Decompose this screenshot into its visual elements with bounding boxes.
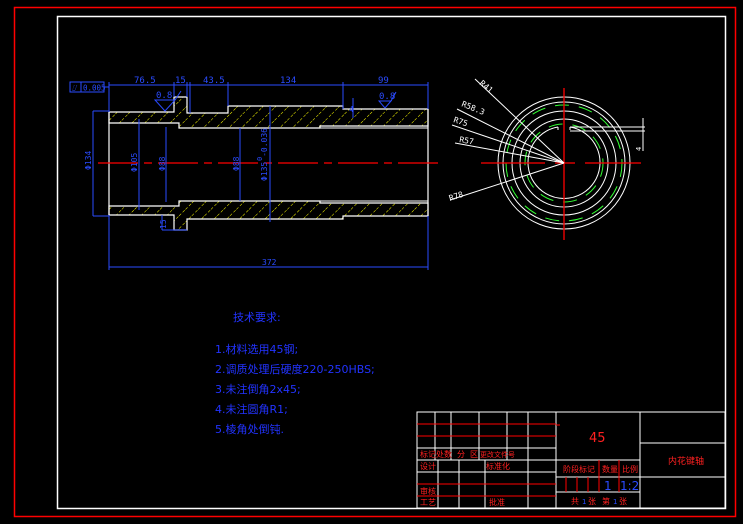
overall-length-dim: 372: [262, 258, 277, 267]
flatness-tolerance-frame: ⌰ 0.005: [69, 81, 106, 93]
tech-req-item-3: 3.未注倒角2x45;: [215, 382, 301, 396]
section-view: [98, 96, 440, 231]
tb-label-stage: 阶段标记: [563, 464, 595, 474]
roughness-symbol-left: [153, 90, 182, 112]
tb-sheet-no-prefix: 第: [602, 496, 610, 506]
dim-99: 99: [378, 76, 389, 86]
tb-quantity-value: 1: [604, 479, 612, 493]
tb-sheet-no-suffix: 张: [619, 497, 627, 506]
keyway-dim: 4: [635, 147, 643, 151]
step-dim-15: 15: [159, 219, 168, 229]
radius-r75: R75: [452, 115, 469, 128]
roughness-symbol-right: [377, 91, 397, 109]
tb-material: 45: [589, 431, 606, 446]
dim-134: 134: [280, 76, 296, 86]
tech-req-item-2: 2.调质处理后硬度220-250HBS;: [215, 362, 375, 376]
tb-scale-value: 1:2: [620, 479, 639, 493]
tb-sheet-total: 1: [582, 498, 586, 506]
tb-label-zone: 区: [470, 450, 478, 459]
dia-135-tol-upper: 0: [256, 157, 264, 161]
tb-label-design: 设计: [420, 461, 436, 471]
roughness-value-left: 0.8: [156, 91, 172, 101]
radius-r57: R57: [459, 135, 475, 146]
tb-sheet-total-suffix: 张: [588, 497, 596, 506]
dia-88-b: Φ88: [232, 156, 241, 171]
dim-43-5: 43.5: [203, 76, 225, 86]
tb-label-approve: 批准: [489, 497, 505, 507]
tb-label-change-doc: 更改文件号: [480, 450, 515, 459]
dim-15: 15: [175, 76, 186, 86]
tb-label-count: 处数: [436, 449, 452, 459]
step-dim-4: 4: [349, 105, 354, 114]
tolerance-value: 0.005: [83, 84, 106, 93]
radius-r41: R41: [478, 79, 495, 95]
roughness-value-right: 0.8: [379, 92, 395, 102]
outer-border: [13, 6, 737, 518]
title-block: [416, 411, 726, 509]
dia-105: Φ105: [130, 153, 139, 172]
drawing-title: 内花键轴: [668, 455, 704, 467]
dim-76-5: 76.5: [134, 76, 156, 86]
dia-135: Φ135 -0.036: [260, 128, 269, 181]
tb-label-review: 审核: [420, 486, 436, 496]
dimension-lines: [92, 82, 429, 270]
tb-sheet-total-prefix: 共: [571, 497, 579, 506]
radius-r58-3: R58.3: [460, 100, 486, 117]
tb-label-process: 工艺: [420, 498, 436, 507]
tech-req-item-5: 5.棱角处倒钝.: [215, 422, 284, 436]
tech-req-item-4: 4.未注圆角R1;: [215, 402, 288, 416]
tb-label-scale: 比例: [622, 464, 638, 474]
tech-req-item-1: 1.材料选用45钢;: [215, 342, 298, 356]
tb-label-div: 分: [457, 450, 465, 459]
tb-label-standardization: 标准化: [486, 461, 510, 471]
tb-label-quantity: 数量: [602, 464, 618, 474]
tech-req-heading: 技术要求:: [233, 311, 281, 324]
end-view: [449, 78, 645, 240]
radius-r78: R78: [448, 190, 465, 203]
tb-label-mark: 标记: [420, 449, 436, 459]
bottom-wall-hatch: [108, 200, 429, 231]
dia-88-a: Φ88: [158, 156, 167, 171]
tolerance-symbol: ⌰: [72, 84, 78, 93]
dia-134: Φ134: [84, 151, 93, 170]
tb-sheet-no: 1: [613, 498, 617, 506]
inner-border: [56, 15, 727, 510]
